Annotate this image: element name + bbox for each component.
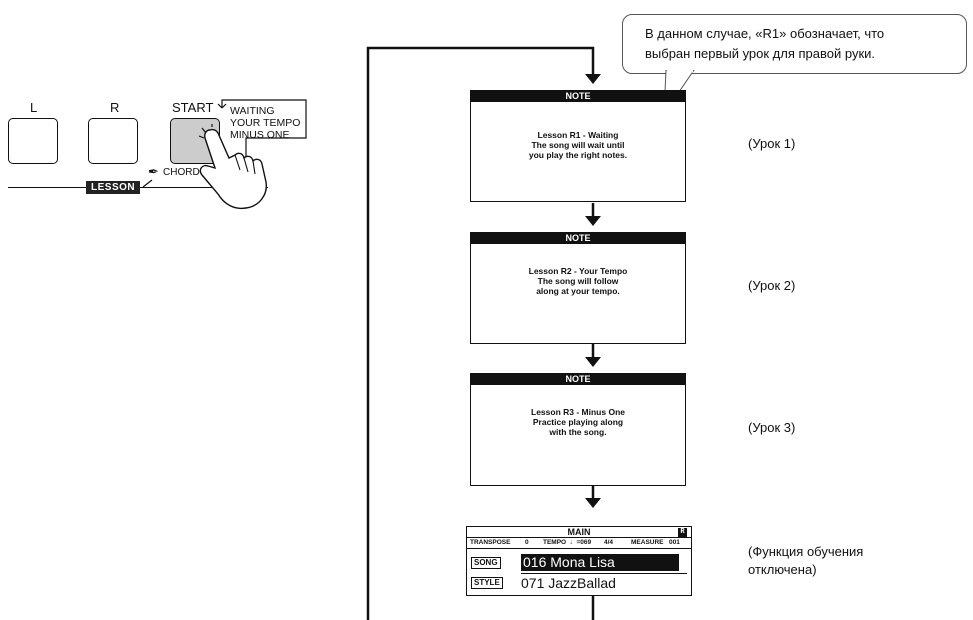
lesson-2-label: (Урок 2) (748, 278, 796, 293)
measure-label: MEASURE (631, 539, 664, 546)
measure-value: 001 (669, 539, 680, 546)
style-tag: STYLE (471, 577, 503, 589)
pen-icon: ✒ (148, 164, 159, 179)
tempo-label: TEMPO (543, 539, 567, 546)
tempo-value: ♩=069 (570, 539, 592, 546)
mode-your-tempo: YOUR TEMPO (230, 117, 301, 129)
note-body: Lesson R3 - Minus One Practice playing a… (471, 407, 685, 437)
key-l-label: L (30, 100, 38, 115)
lesson-off-line-2: отключена) (748, 562, 817, 577)
song-name: 016 Mona Lisa (521, 554, 679, 571)
note-screen-3: NOTE Lesson R3 - Minus One Practice play… (470, 373, 686, 486)
note-line: Lesson R2 - Your Tempo (528, 266, 628, 276)
mode-minus-one: MINUS ONE (230, 129, 290, 141)
chord-label: CHORD L (163, 167, 209, 178)
note-line: Lesson R1 - Waiting (537, 130, 619, 140)
time-signature: 4/4 (604, 539, 614, 546)
lesson-1-label: (Урок 1) (748, 136, 796, 151)
right-hand-badge: R (678, 528, 687, 537)
note-line: Lesson R3 - Minus One (531, 407, 625, 417)
key-l-button[interactable] (8, 118, 58, 164)
key-r-button[interactable] (88, 118, 138, 164)
note-line: Practice playing along (532, 417, 624, 427)
main-display: MAIN R TRANSPOSE 0 TEMPO ♩=069 4/4 MEASU… (466, 526, 692, 596)
display-separator (521, 573, 687, 574)
callout-line-2: выбран первый урок для правой руки. (645, 46, 876, 61)
lesson-off-label: (Функция обучения отключена) (748, 543, 863, 579)
note-header: NOTE (471, 233, 685, 244)
callout-text: В данном случае, «R1» обозначает, что вы… (645, 24, 965, 64)
hand-press-icon (198, 124, 267, 210)
callout-bubble (622, 14, 967, 74)
style-name: 071 JazzBallad (521, 575, 616, 591)
note-screen-1: NOTE Lesson R1 - Waiting The song will w… (470, 90, 686, 202)
lesson-3-label: (Урок 3) (748, 420, 796, 435)
callout-line-1: В данном случае, «R1» обозначает, что (645, 26, 885, 41)
note-line: The song will wait until (531, 140, 625, 150)
mode-waiting: WAITING (230, 105, 275, 117)
note-body: Lesson R2 - Your Tempo The song will fol… (471, 266, 685, 296)
note-line: along at your tempo. (536, 286, 620, 296)
key-r-label: R (110, 100, 120, 115)
note-line: with the song. (549, 427, 607, 437)
transpose-label: TRANSPOSE (470, 539, 511, 546)
main-display-info-row: TRANSPOSE 0 TEMPO ♩=069 4/4 MEASURE 001 (467, 537, 691, 549)
song-tag: SONG (471, 557, 501, 569)
note-line: The song will follow (537, 276, 619, 286)
note-header: NOTE (471, 374, 685, 385)
transpose-value: 0 (525, 539, 529, 546)
lesson-badge: LESSON (86, 181, 141, 194)
note-line: you play the right notes. (528, 150, 628, 160)
note-header: NOTE (471, 91, 685, 102)
note-screen-2: NOTE Lesson R2 - Your Tempo The song wil… (470, 232, 686, 344)
key-start-label: START (172, 100, 214, 115)
main-display-title: MAIN (567, 527, 591, 537)
lesson-mode-list: WAITING YOUR TEMPO MINUS ONE (226, 105, 304, 157)
note-body: Lesson R1 - Waiting The song will wait u… (471, 130, 685, 160)
lesson-off-line-1: (Функция обучения (748, 544, 864, 559)
